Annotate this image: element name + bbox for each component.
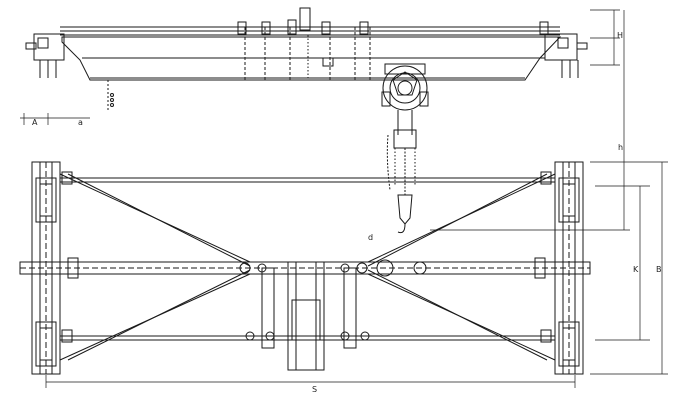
offset-a-label: A <box>32 118 38 127</box>
trolley-frame <box>261 261 357 371</box>
coupling-units <box>239 259 427 341</box>
nameplate <box>322 57 334 67</box>
wheel-bottom-left <box>35 321 57 367</box>
diagonal-braces <box>59 173 556 361</box>
wheel-top-right <box>558 177 580 223</box>
wheel-bottom-right <box>558 321 580 367</box>
drive-motor <box>299 7 311 31</box>
top-couplings <box>237 19 549 35</box>
drive-shaft <box>60 177 555 341</box>
plan-view <box>19 161 668 388</box>
lift-height-label: h <box>618 143 623 152</box>
hook-mark-label: d <box>368 233 373 242</box>
elevation-dims <box>20 9 630 231</box>
elevation-view <box>20 7 630 234</box>
right-end-carriage <box>544 33 588 78</box>
hook-block <box>393 129 417 234</box>
end-brackets <box>61 171 552 343</box>
span-label: S <box>312 385 317 394</box>
offset-b-label: a <box>78 118 83 127</box>
wheel-base-label: K <box>633 265 639 274</box>
left-end-carriage <box>25 33 65 78</box>
hoist-trolley <box>381 63 429 135</box>
girder-body <box>61 36 562 81</box>
pendant-control <box>107 80 114 110</box>
width-label: B <box>656 265 662 274</box>
girder-stiffeners <box>244 27 371 80</box>
center-beam <box>19 261 591 275</box>
wheel-top-left <box>35 177 57 223</box>
dimension-labels: S K B h H A a d <box>32 31 662 394</box>
plan-dims <box>45 161 668 388</box>
hand-chain <box>386 134 391 191</box>
top-height-label: H <box>617 31 623 40</box>
